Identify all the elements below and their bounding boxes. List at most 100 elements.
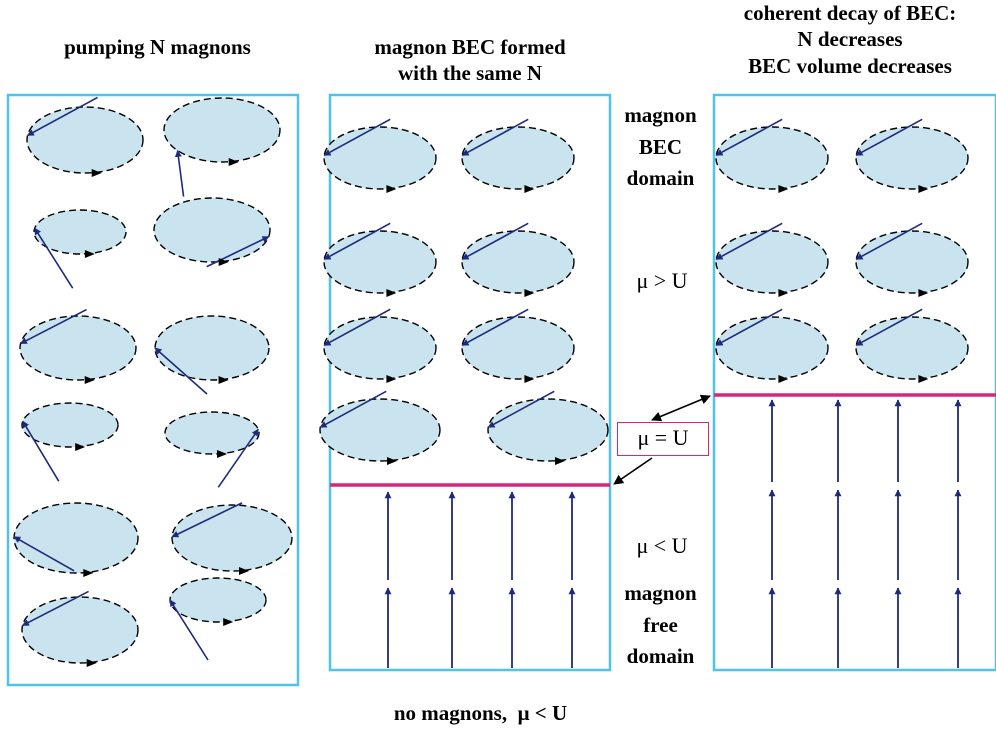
bec-right-spin-r1c2-rotation-arrow	[918, 185, 929, 193]
bec-spin-r3c2-rotation-arrow	[524, 375, 535, 383]
left-spin-1-ellipse	[26, 106, 144, 174]
bec-right-spin-r3c1-ellipse	[715, 316, 829, 380]
bec-domain-line2: BEC	[638, 134, 683, 159]
left-spin-4-rotation-arrow	[218, 258, 229, 266]
middle-title-line1: magnon BEC formed	[374, 35, 566, 59]
middle-title-line2: with the same N	[397, 61, 543, 86]
left-spin-3-vector	[34, 227, 74, 289]
left-spin-12-ellipse	[169, 577, 267, 623]
bec-spin-r3c1-rotation-arrow	[386, 375, 397, 383]
bec-right-spin-r2c1-rotation-arrow	[778, 289, 789, 297]
bec-right-spin-r1c2-ellipse	[855, 126, 969, 190]
pointer-to-middle-boundary	[613, 457, 653, 485]
bec-spin-r1c1-ellipse	[323, 126, 437, 190]
left-spin-1-rotation-arrow	[91, 169, 102, 177]
free-domain-line2: free	[643, 612, 678, 637]
mu-equal-label: μ = U	[617, 422, 709, 456]
left-spin-10-ellipse	[171, 504, 293, 572]
left-spin-2-vector	[174, 149, 185, 197]
left-spin-2-ellipse	[163, 97, 281, 163]
left-spin-10-vector	[171, 502, 243, 538]
diagram: pumping N magnons magnon BEC formed with…	[6, 0, 996, 725]
bec-right-spin-r3c1-vector	[715, 308, 783, 347]
bec-spin-r4c2-vector	[487, 390, 555, 429]
right-title-line2: N decreases	[797, 27, 903, 52]
bec-spin-r4c2-ellipse	[487, 398, 609, 462]
left-spin-5-vector	[19, 308, 87, 345]
panel-right	[712, 93, 996, 672]
bec-spin-r1c1-vector	[323, 118, 391, 157]
bec-right-spin-r2c2-rotation-arrow	[918, 289, 929, 297]
free-domain-line3: domain	[626, 644, 695, 668]
bec-spin-r3c1-vector	[323, 308, 391, 347]
diagram-graphics	[6, 93, 996, 687]
left-spin-9-ellipse	[13, 502, 139, 574]
bec-right-spin-r1c1-rotation-arrow	[778, 185, 789, 193]
mu-greater-label: μ > U	[636, 268, 688, 293]
bec-domain-line3: domain	[626, 166, 695, 190]
bec-right-spin-r1c1-vector	[715, 118, 783, 157]
bec-right-spin-r2c1-ellipse	[715, 230, 829, 294]
bec-spin-r1c1-rotation-arrow	[386, 185, 397, 193]
free-domain-label: magnon free domain	[608, 578, 713, 673]
bec-right-spin-r1c1-ellipse	[715, 126, 829, 190]
bec-spin-r2c2-ellipse	[461, 230, 575, 294]
bec-right-spin-r3c2-ellipse	[855, 316, 969, 380]
bec-spin-r3c1-ellipse	[323, 316, 437, 380]
right-column-title: coherent decay of BEC: N decreases BEC v…	[700, 0, 996, 79]
free-domain-line1: magnon	[624, 581, 697, 605]
left-spin-1-vector	[26, 96, 98, 137]
bec-spin-r2c2-rotation-arrow	[524, 289, 535, 297]
left-spin-7-rotation-arrow	[75, 443, 86, 451]
left-spin-9-rotation-arrow	[83, 569, 94, 577]
left-spin-7-vector	[22, 420, 60, 482]
bec-spin-r4c1-ellipse	[319, 398, 441, 462]
bec-spin-r4c1-rotation-arrow	[387, 457, 397, 465]
bec-right-spin-r2c2-vector	[855, 222, 923, 261]
bec-spin-r2c1-ellipse	[323, 230, 437, 294]
bec-spin-r4c2-rotation-arrow	[555, 457, 565, 465]
left-spin-5-ellipse	[19, 315, 137, 381]
panel-middle	[328, 93, 612, 672]
left-spin-3-rotation-arrow	[84, 250, 95, 258]
bec-spin-r3c2-ellipse	[461, 316, 575, 380]
left-spin-6-rotation-arrow	[218, 376, 229, 384]
bec-spin-r2c2-vector	[461, 222, 529, 261]
left-spin-6-vector	[154, 347, 208, 395]
bec-spin-r3c2-vector	[461, 308, 529, 347]
right-title-line3: BEC volume decreases	[748, 53, 952, 78]
bec-right-spin-r2c2-ellipse	[855, 230, 969, 294]
bec-right-spin-r2c1-vector	[715, 222, 783, 261]
bec-spin-r2c1-vector	[323, 222, 391, 261]
mu-less-label: μ < U	[636, 533, 688, 558]
left-spin-8-vector	[217, 428, 259, 488]
left-spin-3-ellipse	[33, 209, 127, 255]
left-spin-9-vector	[13, 536, 75, 572]
left-column-title: pumping N magnons	[64, 35, 251, 59]
right-title-line1: coherent decay of BEC:	[743, 1, 957, 25]
bec-spin-r1c2-rotation-arrow	[524, 185, 535, 193]
bec-spin-r4c1-vector	[319, 390, 387, 429]
left-spin-11-ellipse	[21, 596, 139, 664]
bec-right-spin-r3c2-rotation-arrow	[918, 375, 929, 383]
bec-right-spin-r3c2-vector	[855, 308, 923, 347]
bec-domain-line1: magnon	[624, 103, 697, 127]
left-spin-6-ellipse	[154, 315, 270, 381]
left-spin-8-rotation-arrow	[217, 450, 228, 458]
left-spin-11-rotation-arrow	[86, 659, 97, 667]
middle-column-title: magnon BEC formed with the same N	[320, 34, 620, 87]
panel-left	[6, 93, 300, 687]
bec-domain-label: magnon BEC domain	[608, 100, 713, 195]
left-spin-4-ellipse	[153, 197, 271, 263]
left-spin-5-rotation-arrow	[84, 376, 95, 384]
left-spin-2-rotation-arrow	[228, 158, 239, 166]
bec-spin-r1c2-ellipse	[461, 126, 575, 190]
left-spin-12-rotation-arrow	[223, 618, 234, 626]
bec-right-spin-r3c1-rotation-arrow	[778, 375, 789, 383]
bec-right-spin-r1c2-vector	[855, 118, 923, 157]
left-spin-11-vector	[21, 590, 89, 627]
bec-spin-r1c2-vector	[461, 118, 529, 157]
left-spin-12-vector	[169, 599, 209, 661]
left-spin-10-rotation-arrow	[239, 567, 249, 575]
pointer-to-right-boundary	[651, 394, 711, 422]
